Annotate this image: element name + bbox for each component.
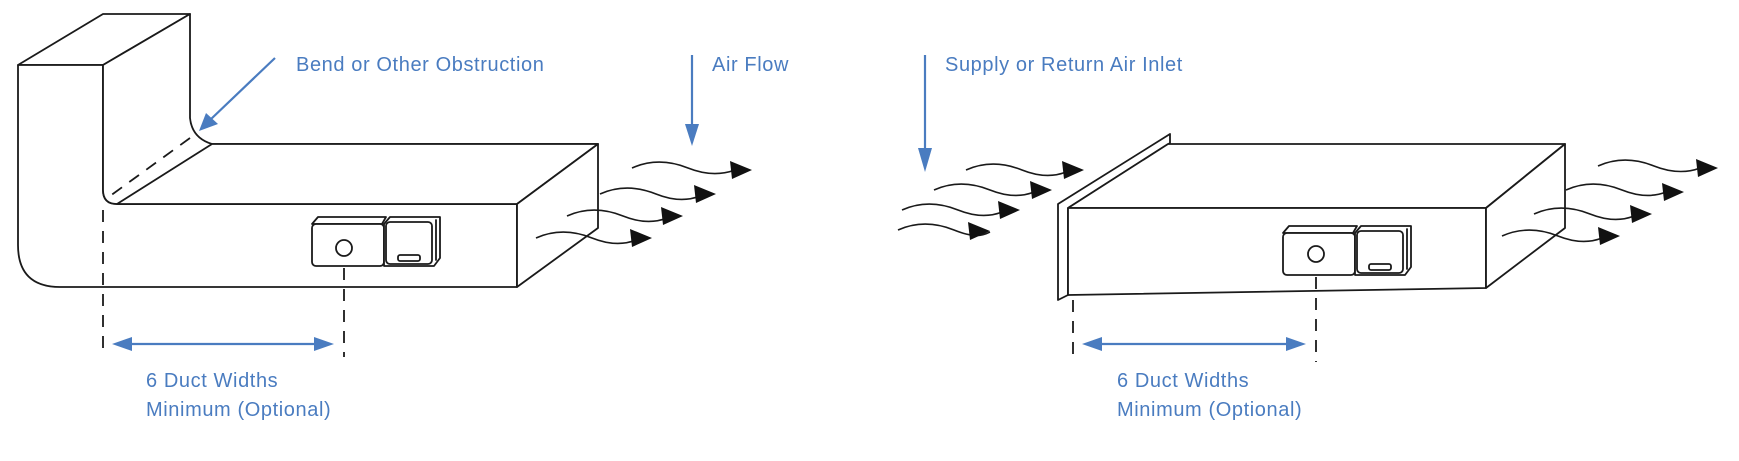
left-distance-label-line2: Minimum (Optional) — [146, 399, 331, 421]
left-dimension-arrow — [112, 337, 334, 351]
right-dimension-arrow — [1082, 337, 1306, 351]
right-distance-label-line2: Minimum (Optional) — [1117, 399, 1302, 421]
right-airflow-waves — [1501, 159, 1718, 245]
left-duct-assembly — [17, 13, 752, 357]
inlet-label: Supply or Return Air Inlet — [945, 54, 1183, 76]
right-duct-assembly — [897, 55, 1718, 362]
left-distance-label-line1: 6 Duct Widths — [146, 370, 278, 392]
right-duct-detector — [1282, 225, 1412, 276]
airflow-down-arrow — [685, 55, 699, 146]
right-distance-label-line1: 6 Duct Widths — [1117, 370, 1249, 392]
bend-hidden-line — [109, 137, 191, 197]
detector-slot — [1368, 263, 1392, 271]
left-duct-detector — [311, 216, 441, 267]
left-duct-end-face — [516, 143, 599, 288]
inlet-down-arrow — [918, 55, 932, 172]
bend-pointer-arrow — [199, 57, 276, 131]
incoming-airflow-waves — [897, 161, 1084, 240]
airflow-label: Air Flow — [712, 54, 789, 76]
sampling-tube-port — [335, 239, 353, 257]
bend-label: Bend or Other Obstruction — [296, 54, 544, 76]
detector-slot — [397, 254, 421, 262]
right-duct-end-face — [1485, 143, 1566, 289]
sampling-tube-port — [1307, 245, 1325, 263]
right-duct-front-face — [1067, 207, 1487, 296]
left-airflow-waves — [535, 161, 752, 247]
